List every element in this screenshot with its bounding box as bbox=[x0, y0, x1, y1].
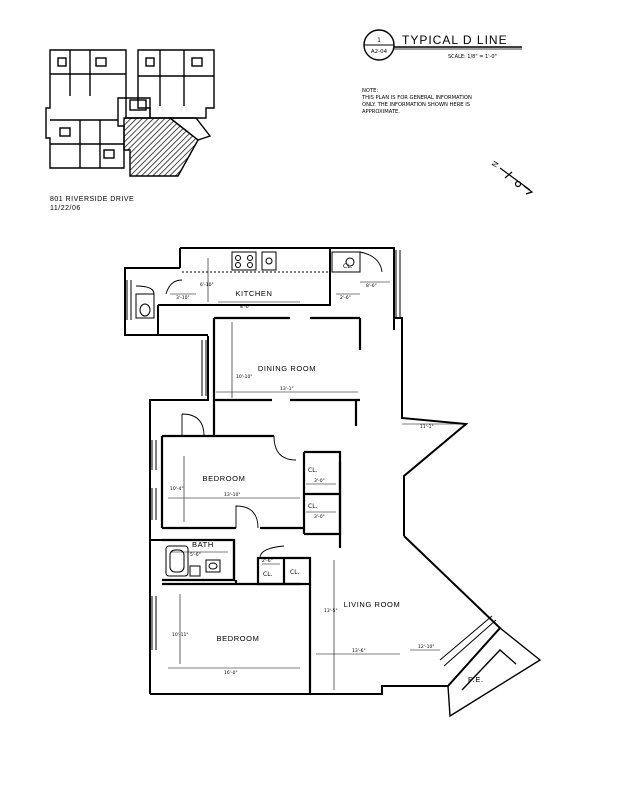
title-block bbox=[363, 29, 522, 61]
dim-kitchen-right: 8'-6" bbox=[366, 283, 377, 289]
dim-living-height: 13'-5" bbox=[324, 608, 338, 614]
windows bbox=[126, 250, 401, 650]
dimension-lines bbox=[168, 258, 460, 690]
entry-fixtures bbox=[135, 285, 155, 319]
dim-bedroom1-width: 13'-10" bbox=[224, 492, 240, 498]
dim-bedroom2-height: 10'-11" bbox=[172, 632, 188, 638]
closet-label-bed1-a: CL. bbox=[308, 467, 318, 474]
exterior-walls bbox=[124, 247, 502, 695]
terrace-label: P.E. bbox=[468, 675, 484, 684]
dim-bedroom1-height: 10'-4" bbox=[170, 486, 184, 492]
room-label-bath: BATH bbox=[192, 540, 214, 549]
north-label: N bbox=[490, 159, 501, 169]
note-line-2: ONLY. THE INFORMATION SHOWN HERE IS bbox=[362, 102, 470, 108]
terrace bbox=[439, 615, 542, 718]
room-label-dining: DINING ROOM bbox=[258, 364, 316, 373]
building-address: 801 RIVERSIDE DRIVE bbox=[50, 196, 134, 203]
sheet-number: 1 bbox=[377, 37, 381, 44]
bath-fixtures bbox=[165, 545, 221, 577]
dim-closet-c: 2'-6" bbox=[262, 558, 273, 564]
room-label-bedroom-1: BEDROOM bbox=[203, 474, 246, 483]
room-label-bedroom-2: BEDROOM bbox=[217, 634, 260, 643]
dim-kitchen-width: 8'-0" bbox=[240, 304, 251, 310]
key-plan-unit-highlight bbox=[123, 117, 199, 177]
dim-closet-a: 3'-0" bbox=[314, 478, 325, 484]
closet-label-kitchen: CL. bbox=[343, 263, 353, 270]
dim-living-bay: 12'-10" bbox=[418, 644, 434, 650]
closet-label-hall-b: CL. bbox=[290, 569, 300, 576]
room-label-kitchen: KITCHEN bbox=[235, 289, 272, 298]
dim-dining-width: 13'-1" bbox=[280, 386, 294, 392]
room-label-living: LIVING ROOM bbox=[344, 600, 401, 609]
dim-bedroom2-width: 16'-0" bbox=[224, 670, 238, 676]
key-plan bbox=[45, 49, 215, 177]
closet-label-hall-a: CL. bbox=[263, 571, 273, 578]
note-line-1: THIS PLAN IS FOR GENERAL INFORMATION bbox=[361, 95, 472, 101]
sheet-reference: A2-04 bbox=[371, 49, 388, 55]
kitchen-fixtures bbox=[182, 251, 361, 273]
plan-title: TYPICAL D LINE bbox=[402, 33, 508, 47]
dim-dining-height: 10'-10" bbox=[236, 374, 252, 380]
plan-scale: SCALE: 1/8" = 1'-0" bbox=[448, 54, 497, 60]
door-swings bbox=[165, 251, 383, 559]
closet-label-bed1-b: CL. bbox=[308, 503, 318, 510]
north-arrow-icon bbox=[499, 167, 534, 195]
building-date: 11/22/06 bbox=[50, 205, 81, 212]
dim-bath-width: 5'-6" bbox=[190, 552, 201, 558]
dim-kitchen-height: 6'-10" bbox=[200, 282, 214, 288]
note-line-3: APPROXIMATE. bbox=[362, 109, 400, 115]
interior-walls bbox=[160, 316, 362, 694]
note-heading: NOTE: bbox=[362, 88, 378, 94]
dim-kitchen-entry: 3'-10" bbox=[176, 295, 190, 301]
dim-hall-width: 11'-1" bbox=[420, 424, 434, 430]
dim-kitchen-closet: 2'-6" bbox=[340, 295, 351, 301]
dim-closet-b: 3'-0" bbox=[314, 514, 325, 520]
dim-living-width: 13'-6" bbox=[352, 648, 366, 654]
